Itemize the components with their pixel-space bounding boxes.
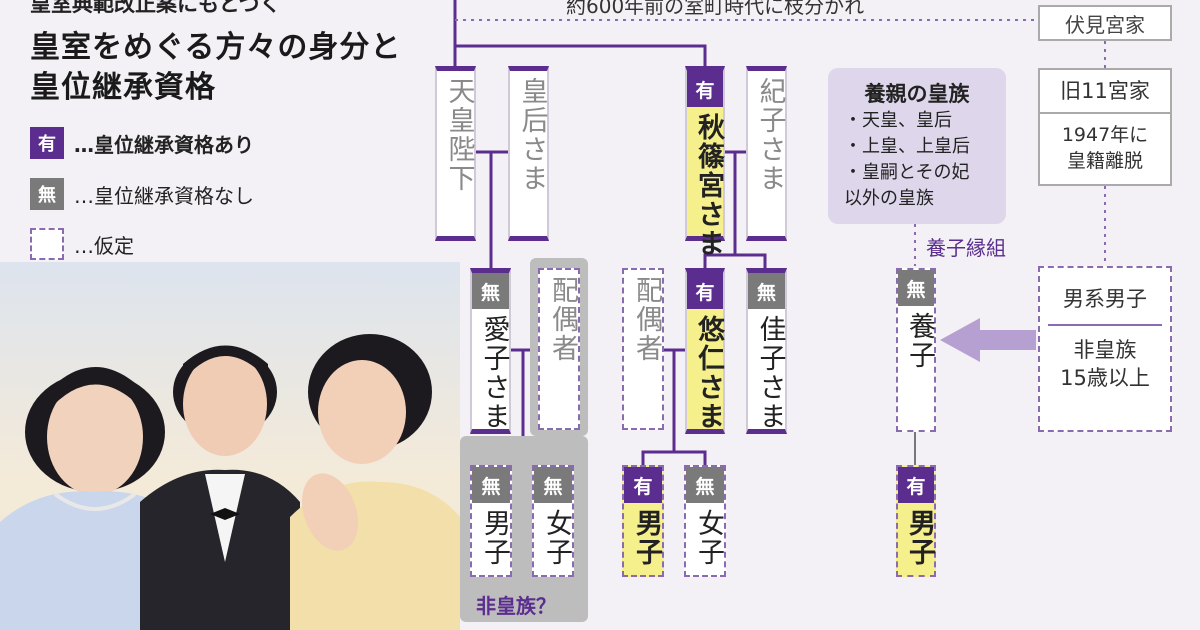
branch-note: 約600年前の室町時代に枝分かれ [560, 0, 870, 19]
person-card-kogo: 皇后さま [508, 66, 549, 241]
person-name-akishino: 秋篠宮さま [688, 113, 722, 258]
person-card-kiko: 紀子さま [746, 66, 787, 241]
person-name-tenno: 天皇陛下 [439, 77, 473, 193]
eligible-badge: 有 [687, 273, 723, 309]
not-eligible-badge: 無 [534, 467, 572, 503]
person-card-aiko-daughter: 無 女子 [532, 465, 574, 577]
person-name-hisahito: 悠仁さま [688, 315, 722, 431]
person-name-hisahito-spouse: 配偶者 [626, 276, 660, 363]
not-eligible-badge: 無 [472, 467, 510, 503]
adoptive-parents-item: ・天皇、皇后 [844, 108, 1006, 134]
person-name-kiko: 紀子さま [750, 77, 784, 193]
former-11-line1: 1947年に [1062, 124, 1148, 146]
adoptive-parents-item: ・上皇、上皇后 [844, 134, 1006, 160]
person-name-yoshi: 養子 [899, 312, 933, 370]
eligible-badge: 有 [898, 467, 934, 503]
adoptive-parents-item: ・皇嗣とその妃 [844, 160, 1006, 186]
adoptive-parents-item: 以外の皇族 [844, 186, 1006, 212]
non-royal-label: 非皇族？ [476, 590, 556, 619]
person-card-hisahito-daughter: 無 女子 [684, 465, 726, 577]
person-card-hisahito-spouse: 配偶者 [622, 268, 664, 430]
person-card-tenno: 天皇陛下 [435, 66, 476, 241]
person-name-aiko-spouse: 配偶者 [542, 276, 576, 363]
person-card-aiko: 無 愛子さま [470, 268, 511, 434]
person-card-aiko-son: 無 男子 [470, 465, 512, 577]
person-card-aiko-spouse: 配偶者 [538, 268, 580, 430]
person-card-hisahito-son: 有 男子 [622, 465, 664, 577]
male-line-line1: 非皇族 [1074, 338, 1137, 362]
person-card-akishino: 有 秋篠宮さま [685, 66, 725, 241]
person-card-yoshi-son: 有 男子 [896, 465, 936, 577]
person-name-yoshi-son: 男子 [899, 509, 933, 567]
not-eligible-badge: 無 [898, 270, 934, 306]
not-eligible-badge: 無 [748, 273, 785, 309]
adoptive-parents-title: 養親の皇族 [828, 78, 1006, 108]
not-eligible-badge: 無 [472, 273, 509, 309]
person-card-yoshi: 無 養子 [896, 268, 936, 432]
adoption-label: 養子縁組 [926, 232, 1006, 261]
person-name-aiko: 愛子さま [474, 315, 508, 431]
male-line-line2: 15歳以上 [1060, 366, 1150, 390]
person-name-kako: 佳子さま [750, 315, 784, 431]
person-name-hisahito-son: 男子 [626, 509, 660, 567]
male-line-box: 男系男子 非皇族 15歳以上 [1038, 266, 1172, 432]
fushimi-house: 伏見宮家 [1038, 5, 1172, 41]
person-name-aiko-son: 男子 [474, 509, 508, 567]
person-card-kako: 無 佳子さま [746, 268, 787, 434]
eligible-badge: 有 [687, 71, 723, 107]
person-name-kogo: 皇后さま [512, 77, 546, 193]
person-card-hisahito: 有 悠仁さま [685, 268, 725, 434]
not-eligible-badge: 無 [686, 467, 724, 503]
former-11-title: 旧11宮家 [1040, 70, 1170, 114]
former-11-line2: 皇籍離脱 [1067, 150, 1143, 172]
male-line-title: 男系男子 [1048, 274, 1162, 326]
eligible-badge: 有 [624, 467, 662, 503]
person-name-hisahito-daughter: 女子 [688, 509, 722, 567]
person-name-aiko-daughter: 女子 [536, 509, 570, 567]
former-11-houses: 旧11宮家 1947年に皇籍離脱 [1038, 68, 1172, 186]
adoptive-parents-box: 養親の皇族 ・天皇、皇后 ・上皇、上皇后 ・皇嗣とその妃 以外の皇族 [828, 68, 1006, 224]
